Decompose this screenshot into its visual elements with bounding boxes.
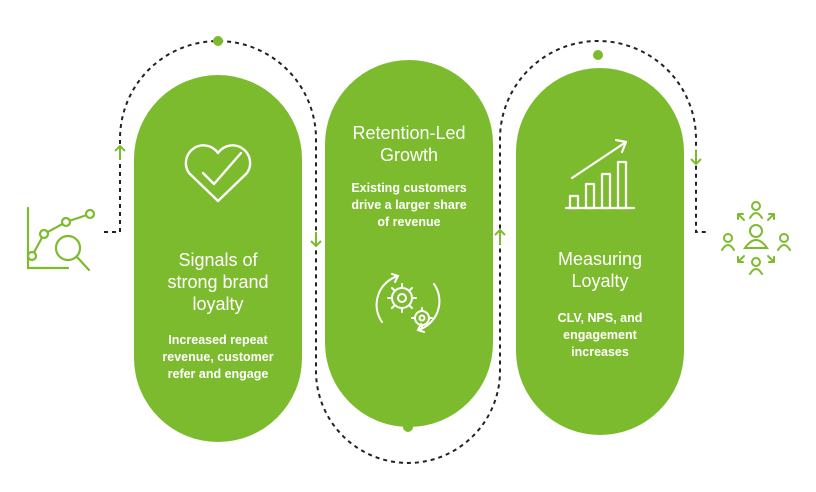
customer-network-icon	[716, 196, 796, 276]
step-description: Existing customers drive a larger share …	[351, 181, 467, 229]
step-card-retention: Retention-Led Growth Existing customers …	[325, 60, 493, 427]
step-description: CLV, NPS, and engagement increases	[557, 311, 643, 359]
connector-line	[104, 40, 708, 464]
step-description: Increased repeat revenue, customer refer…	[162, 333, 274, 381]
analytics-search-icon	[22, 204, 98, 276]
step-card-signals: Signals of strong brand loyalty Increase…	[134, 75, 302, 442]
arrow-up-left-icon	[114, 144, 126, 160]
heart-check-icon	[181, 141, 255, 207]
step-title: Retention-Led Growth	[352, 123, 466, 165]
arrow-down-right-icon	[690, 150, 702, 166]
gears-cycle-icon	[368, 266, 448, 340]
connector-dot-top-right	[593, 50, 603, 60]
step-card-measuring: Measuring Loyalty CLV, NPS, and engageme…	[516, 68, 684, 435]
arrow-down-middle-icon	[310, 232, 322, 248]
arrow-up-middle-icon	[494, 228, 506, 244]
step-title: Signals of strong brand loyalty	[167, 250, 269, 314]
step-title: Measuring Loyalty	[557, 249, 643, 291]
growth-chart-icon	[562, 132, 640, 212]
connector-dot-top-left	[213, 36, 223, 46]
